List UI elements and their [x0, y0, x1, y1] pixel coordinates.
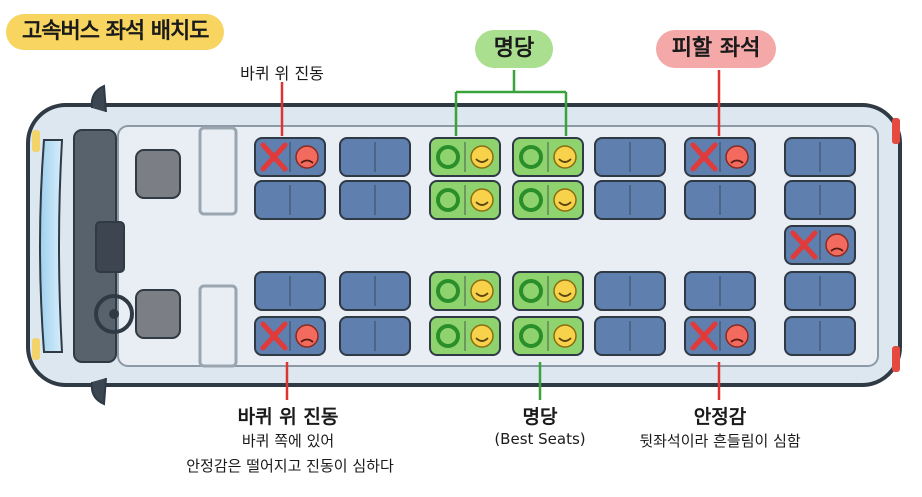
- seat-normal: [254, 180, 326, 220]
- seat-best: [512, 316, 584, 356]
- seat-normal: [684, 180, 756, 220]
- good-circle-icon: [436, 324, 460, 348]
- bottom-left-line2: 안정감은 떨어지고 진동이 심하다: [186, 457, 394, 475]
- windshield: [39, 139, 64, 353]
- angry-face-icon: [725, 145, 749, 169]
- seat-best: [429, 137, 501, 177]
- smile-face-icon: [470, 279, 494, 303]
- seat-normal: [339, 137, 411, 177]
- good-circle-icon: [519, 188, 543, 212]
- best-bracket: [454, 70, 568, 136]
- smile-face-icon: [553, 279, 577, 303]
- front-light-bottom: [32, 338, 40, 360]
- entry-rail-bottom: [198, 284, 238, 368]
- avoid-seat-badge: 피할 좌석: [656, 30, 776, 68]
- seat-normal: [684, 271, 756, 311]
- smile-mouth: [475, 337, 489, 342]
- seat-normal: [784, 316, 856, 356]
- control-panel: [95, 221, 125, 273]
- seat-best: [512, 271, 584, 311]
- rear-light-top: [892, 118, 900, 144]
- seat-normal: [594, 180, 666, 220]
- frown-mouth: [300, 159, 314, 164]
- good-circle-icon: [519, 324, 543, 348]
- frown-mouth: [830, 247, 844, 252]
- frown-mouth: [730, 159, 744, 164]
- angry-face-icon: [825, 233, 849, 257]
- frown-mouth: [730, 338, 744, 343]
- smile-mouth: [475, 158, 489, 163]
- smile-mouth: [558, 292, 572, 297]
- steering-wheel: [94, 294, 134, 334]
- bottom-right-line1: 뒷좌석이라 흔들림이 심함: [639, 432, 801, 450]
- smile-mouth: [558, 158, 572, 163]
- good-circle-icon: [436, 188, 460, 212]
- smile-face-icon: [470, 188, 494, 212]
- seat-best: [512, 137, 584, 177]
- bottom-center-heading: 명당: [522, 406, 558, 428]
- mirror-bottom: [90, 377, 107, 406]
- seat-normal: [594, 271, 666, 311]
- wheel-top-label: 바퀴 위 진동: [240, 64, 324, 83]
- avoid-x-icon: [790, 230, 818, 260]
- good-circle-icon: [436, 279, 460, 303]
- seat-avoid: [784, 225, 856, 265]
- driver-seat: [135, 289, 181, 339]
- seat-avoid: [254, 137, 326, 177]
- front-light-top: [32, 130, 40, 152]
- seat-normal: [339, 271, 411, 311]
- seat-avoid: [684, 137, 756, 177]
- smile-mouth: [558, 337, 572, 342]
- mirror-top: [90, 84, 107, 113]
- rear-light-bottom: [892, 346, 900, 372]
- seat-normal: [339, 316, 411, 356]
- good-circle-icon: [519, 279, 543, 303]
- seat-best: [512, 180, 584, 220]
- steering-hub: [109, 309, 119, 319]
- seat-normal: [594, 316, 666, 356]
- seat-avoid: [684, 316, 756, 356]
- bottom-left-heading: 바퀴 위 진동: [237, 406, 339, 428]
- smile-face-icon: [470, 324, 494, 348]
- smile-face-icon: [470, 145, 494, 169]
- avoid-x-icon: [260, 142, 288, 172]
- avoid-x-icon: [690, 321, 718, 351]
- seat-best: [429, 271, 501, 311]
- good-circle-icon: [519, 145, 543, 169]
- page-title: 고속버스 좌석 배치도: [6, 14, 225, 50]
- angry-face-icon: [725, 324, 749, 348]
- best-seat-badge: 명당: [475, 30, 553, 68]
- seat-grid: [254, 137, 856, 356]
- guide-seat: [135, 149, 181, 199]
- bottom-right-heading: 안정감: [693, 406, 747, 428]
- entry-rail-top: [198, 126, 238, 216]
- smile-face-icon: [553, 188, 577, 212]
- seat-normal: [594, 137, 666, 177]
- seat-avoid: [254, 316, 326, 356]
- bottom-left-line1: 바퀴 쪽에 있어: [241, 432, 335, 450]
- avoid-x-icon: [690, 142, 718, 172]
- smile-mouth: [475, 292, 489, 297]
- smile-mouth: [558, 201, 572, 206]
- angry-face-icon: [295, 145, 319, 169]
- seat-best: [429, 180, 501, 220]
- smile-face-icon: [553, 145, 577, 169]
- avoid-x-icon: [260, 321, 288, 351]
- seat-best: [429, 316, 501, 356]
- seat-normal: [784, 180, 856, 220]
- seat-normal: [254, 271, 326, 311]
- good-circle-icon: [436, 145, 460, 169]
- frown-mouth: [300, 338, 314, 343]
- seat-normal: [339, 180, 411, 220]
- smile-mouth: [475, 201, 489, 206]
- bottom-center-line1: (Best Seats): [494, 430, 586, 448]
- angry-face-icon: [295, 324, 319, 348]
- seat-normal: [784, 137, 856, 177]
- smile-face-icon: [553, 324, 577, 348]
- seat-normal: [784, 271, 856, 311]
